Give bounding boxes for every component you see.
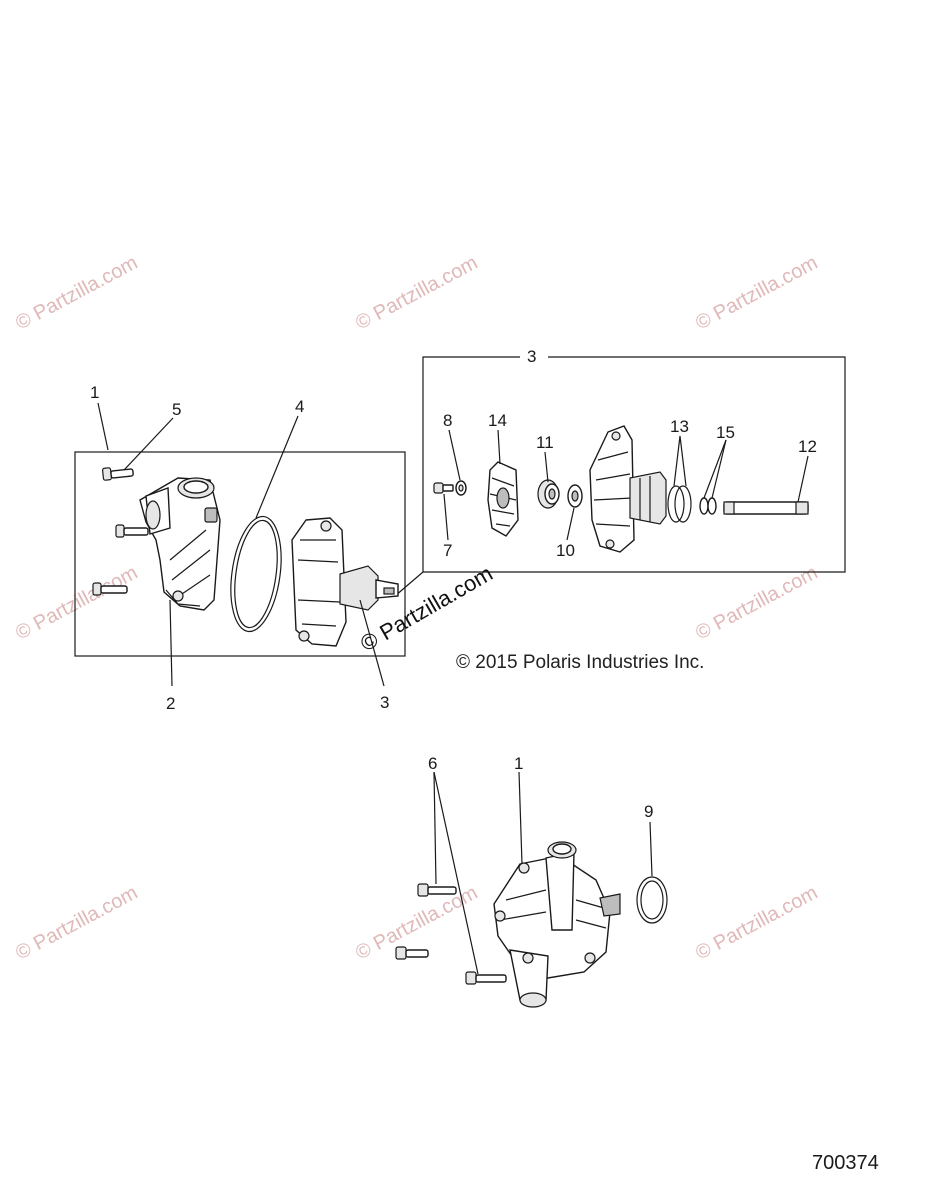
o-ring-13: [667, 485, 692, 523]
callout-2: 2: [166, 694, 175, 713]
pump-assembly-1: [493, 841, 621, 1008]
washer-8: [455, 480, 467, 496]
watermark: © Partzilla.com: [12, 882, 141, 965]
callouts: 1 5 4 2 3 3 8 14 11 13 15 12 7 10 6 1 9: [90, 347, 817, 821]
watermark: © Partzilla.com: [692, 252, 821, 335]
callout-8: 8: [443, 411, 452, 430]
pump-housing: [589, 425, 667, 553]
o-ring-9: [636, 876, 668, 924]
box-connector: [394, 571, 424, 597]
ring-15: [699, 497, 717, 515]
watermark: © Partzilla.com: [352, 252, 481, 335]
assembly-box-3: [422, 356, 846, 573]
callout-3-box: 3: [527, 347, 536, 366]
bolt-6: [465, 971, 507, 985]
pump-cover-2: [139, 477, 221, 611]
callout-12: 12: [798, 437, 817, 456]
callout-10: 10: [556, 541, 575, 560]
impeller-14: [487, 461, 519, 537]
callout-14: 14: [488, 411, 507, 430]
washer-10: [567, 484, 583, 508]
callout-7: 7: [443, 541, 452, 560]
callout-5: 5: [172, 400, 181, 419]
figure-number: 700374: [812, 1152, 879, 1174]
callout-1: 1: [90, 383, 99, 402]
bolt-7: [433, 482, 454, 494]
seal-11: [537, 479, 560, 509]
callout-11: 11: [536, 433, 554, 452]
o-ring-4: [230, 515, 282, 633]
callout-13: 13: [670, 417, 689, 436]
callout-1-lower: 1: [514, 754, 523, 773]
watermark: © Partzilla.com: [12, 252, 141, 335]
bolt-6: [395, 946, 429, 960]
water-pump-3: [291, 517, 399, 647]
callout-6: 6: [428, 754, 437, 773]
shaft-12: [723, 501, 809, 515]
watermark: © Partzilla.com: [692, 882, 821, 965]
bolt-5: [101, 467, 134, 481]
bolt-5: [115, 524, 149, 538]
callout-9: 9: [644, 802, 653, 821]
watermark: © Partzilla.com: [692, 562, 821, 645]
callout-3: 3: [380, 693, 389, 712]
bolt-5: [92, 582, 128, 596]
bolt-6: [417, 883, 457, 897]
assembly-box-1: [74, 451, 406, 657]
watermark: © Partzilla.com: [12, 562, 141, 645]
callout-15: 15: [716, 423, 735, 442]
callout-4: 4: [295, 397, 304, 416]
copyright-text: © 2015 Polaris Industries Inc.: [456, 652, 704, 673]
leader-lines: [97, 402, 809, 975]
